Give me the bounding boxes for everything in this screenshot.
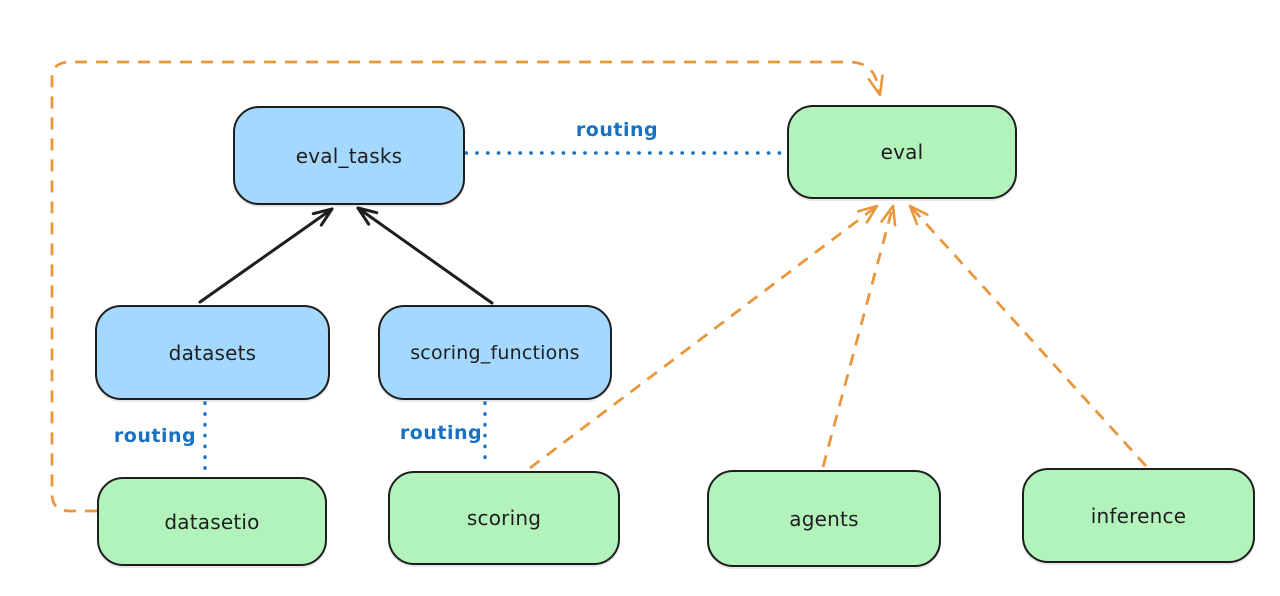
node-agents: agents [707,470,941,567]
edge-label-routing-scoring-functions-scoring: routing [399,422,483,444]
edge-scoring-to-eval [529,204,879,470]
node-scoring-functions: scoring_functions [378,305,612,400]
edge-inference-to-eval [908,204,1148,467]
edge-label-routing-eval-tasks-eval: routing [575,119,659,141]
node-scoring: scoring [388,471,620,565]
edge-agents-to-eval [821,204,897,468]
edge-label-routing-datasets-datasetio: routing [113,425,197,447]
edge-datasets-to-eval-tasks [198,207,334,304]
edge-datasetio-to-eval [50,60,884,513]
node-datasets: datasets [95,305,330,400]
node-datasetio: datasetio [97,477,327,566]
node-eval: eval [787,105,1017,199]
node-inference: inference [1022,468,1255,563]
node-eval-tasks: eval_tasks [233,106,465,205]
edge-scoring-functions-to-eval-tasks [356,206,494,305]
